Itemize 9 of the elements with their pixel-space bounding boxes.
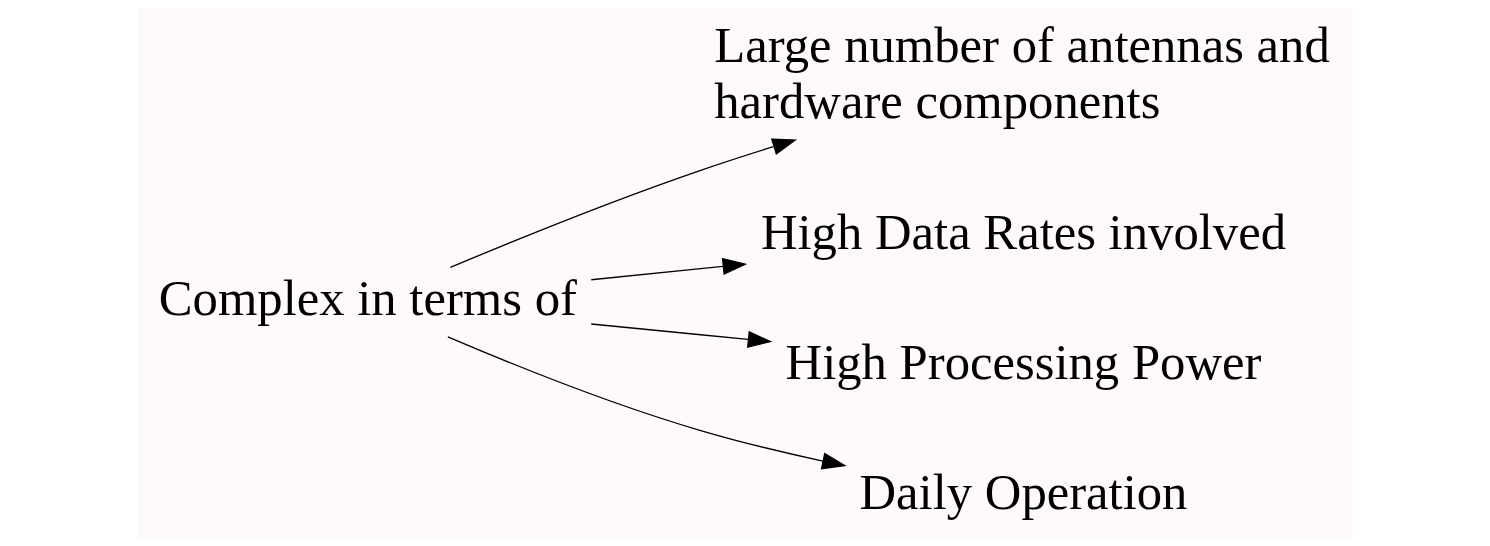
arrow [446,336,847,470]
node-text: Complex in terms of [158,269,577,326]
arrow [590,323,772,348]
node-text: High Data Rates involved [760,203,1286,260]
node-text: Daily Operation [859,464,1187,521]
node-text: High Processing Power [785,334,1261,391]
node-text: Large number of antennas and hardware components [713,17,1330,129]
arrow [449,138,797,269]
arrow [590,257,747,281]
